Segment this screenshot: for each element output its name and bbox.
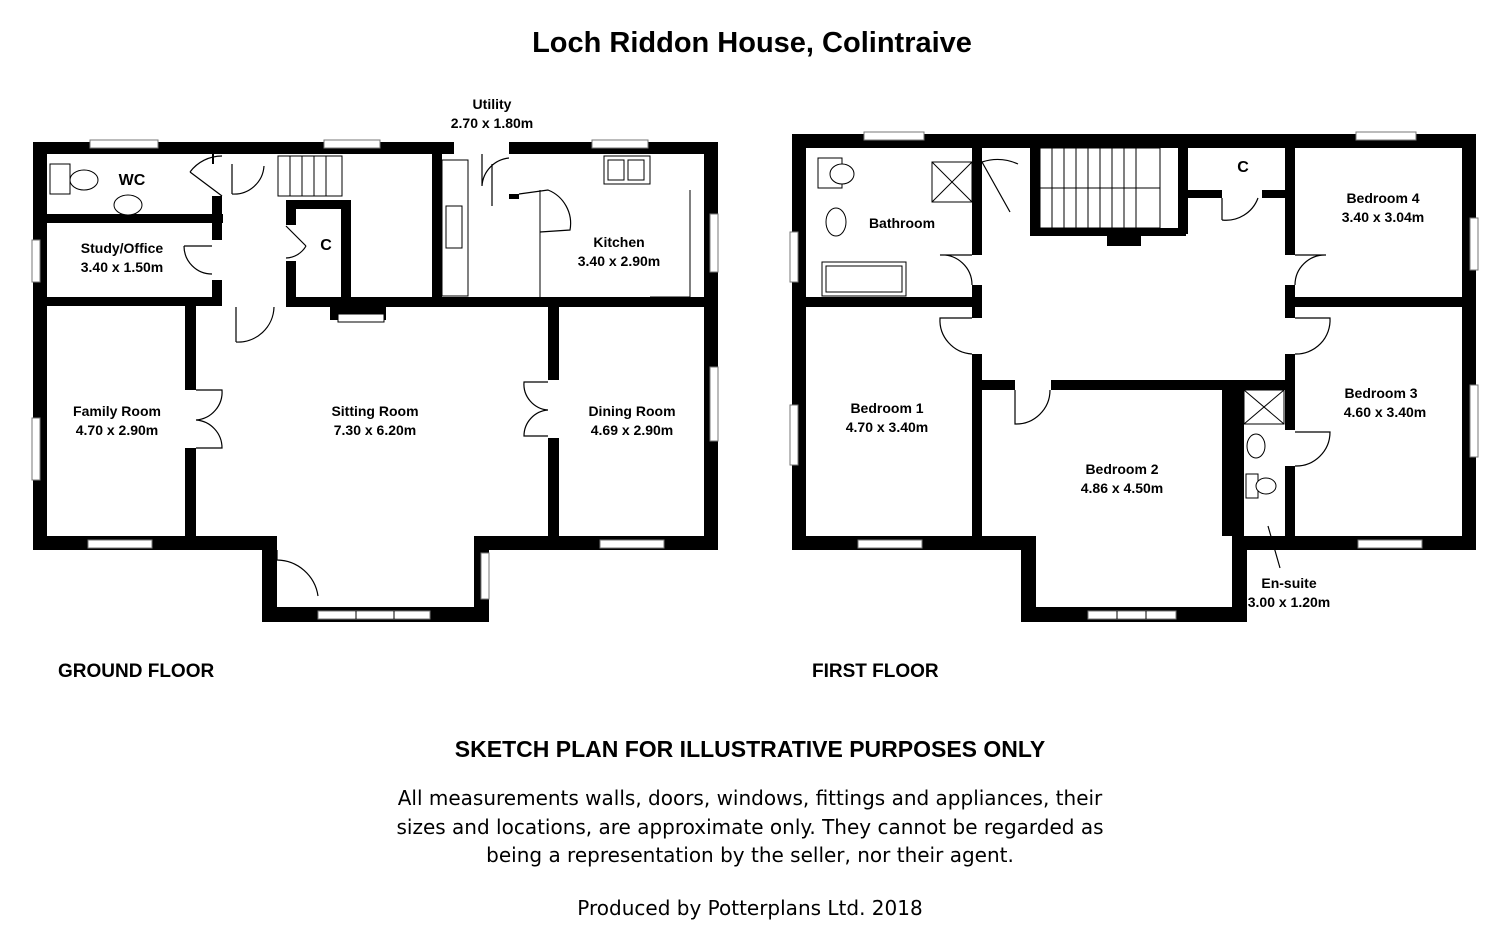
dims-utility: 2.70 x 1.80m <box>451 115 534 131</box>
dims-en-suite: 3.00 x 1.20m <box>1248 594 1331 610</box>
label-utility: Utility <box>473 96 512 112</box>
dims-bedroom-4: 3.40 x 3.04m <box>1342 209 1425 225</box>
dims-family-room: 4.70 x 2.90m <box>76 422 159 438</box>
label-cupboard-ground: C <box>320 237 332 254</box>
disclaimer-heading: SKETCH PLAN FOR ILLUSTRATIVE PURPOSES ON… <box>454 736 1046 762</box>
label-cupboard-first: C <box>1237 159 1249 176</box>
label-bedroom-1: Bedroom 1 <box>850 400 923 416</box>
dims-study-office: 3.40 x 1.50m <box>81 259 164 275</box>
label-wc: WC <box>119 172 146 189</box>
label-bathroom: Bathroom <box>869 215 935 231</box>
label-bedroom-3: Bedroom 3 <box>1344 385 1417 401</box>
label-sitting-room: Sitting Room <box>331 403 418 419</box>
dims-dining-room: 4.69 x 2.90m <box>591 422 674 438</box>
label-dining-room: Dining Room <box>588 403 675 419</box>
label-bedroom-4: Bedroom 4 <box>1346 190 1419 206</box>
first-floor-label: FIRST FLOOR <box>812 661 939 682</box>
disclaimer-line: All measurements walls, doors, windows, … <box>397 786 1103 810</box>
disclaimer-text: All measurements walls, doors, windows, … <box>0 784 1500 870</box>
first-floor-plan: Bathroom C Bedroom 4 3.40 x 3.04m Bedroo… <box>789 131 1479 622</box>
label-en-suite: En-suite <box>1261 575 1316 591</box>
label-bedroom-2: Bedroom 2 <box>1085 461 1158 477</box>
dims-bedroom-2: 4.86 x 4.50m <box>1081 480 1164 496</box>
label-kitchen: Kitchen <box>593 234 644 250</box>
disclaimer-line: being a representation by the seller, no… <box>486 843 1014 867</box>
ground-floor-label: GROUND FLOOR <box>58 661 214 682</box>
plan-title: Loch Riddon House, Colintraive <box>532 27 972 59</box>
dims-sitting-room: 7.30 x 6.20m <box>334 422 417 438</box>
label-study-office: Study/Office <box>81 240 164 256</box>
disclaimer-line: sizes and locations, are approximate onl… <box>396 814 1104 839</box>
dims-bedroom-1: 4.70 x 3.40m <box>846 419 929 435</box>
producer-credit: Produced by Potterplans Ltd. 2018 <box>577 896 923 920</box>
dims-kitchen: 3.40 x 2.90m <box>578 253 661 269</box>
ground-floor-plan: WC Study/Office 3.40 x 1.50m C Utility 2… <box>31 96 719 622</box>
label-family-room: Family Room <box>73 403 161 419</box>
dims-bedroom-3: 4.60 x 3.40m <box>1344 404 1427 420</box>
